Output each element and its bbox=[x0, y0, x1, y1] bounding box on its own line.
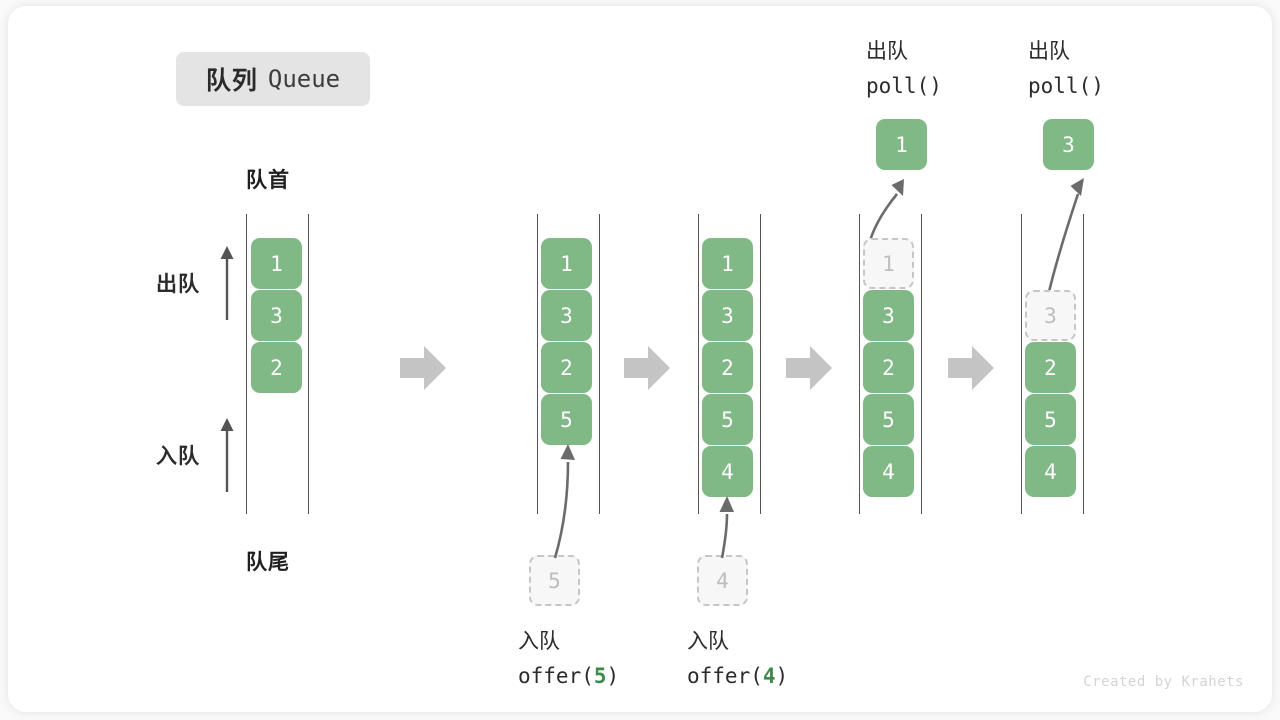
queue-item: 5 bbox=[1025, 394, 1076, 445]
diagram-card: 队列 Queue 队首 1 3 2 出队 入队 队尾 1 3 2 bbox=[8, 6, 1272, 712]
rail-right bbox=[1083, 214, 1084, 514]
enqueue-arrow-icon bbox=[553, 444, 575, 559]
queue-item: 3 bbox=[863, 290, 914, 341]
operation-label-offer-4: 入队 offer(4) bbox=[687, 624, 788, 694]
operation-label-poll-3: 出队 poll() bbox=[1028, 34, 1104, 104]
popped-element: 3 bbox=[1043, 119, 1094, 170]
flow-arrow-icon bbox=[786, 346, 832, 390]
ghost-element: 4 bbox=[697, 555, 748, 606]
watermark: Created by Krahets bbox=[1083, 674, 1244, 690]
operation-signature: offer(4) bbox=[687, 664, 789, 688]
rail-left bbox=[1021, 214, 1022, 514]
rail-left bbox=[246, 214, 247, 514]
queue-item: 5 bbox=[863, 394, 914, 445]
queue-item: 1 bbox=[541, 238, 592, 289]
queue-item: 2 bbox=[541, 342, 592, 393]
flow-arrow-icon bbox=[400, 346, 446, 390]
queue-item: 2 bbox=[1025, 342, 1076, 393]
queue-item: 3 bbox=[251, 290, 302, 341]
dequeue-arrow-icon bbox=[867, 179, 904, 245]
flow-arrow-icon bbox=[948, 346, 994, 390]
queue-item: 4 bbox=[1025, 446, 1076, 497]
rail-right bbox=[760, 214, 761, 514]
operation-cn: 出队 bbox=[866, 40, 908, 63]
operation-cn: 入队 bbox=[687, 630, 729, 653]
queue-item: 1 bbox=[251, 238, 302, 289]
operation-signature: offer(5) bbox=[518, 664, 620, 688]
ghost-element: 3 bbox=[1025, 290, 1076, 341]
front-label: 队首 bbox=[246, 169, 290, 192]
queue-item: 1 bbox=[702, 238, 753, 289]
operation-cn: 出队 bbox=[1028, 40, 1070, 63]
popped-element: 1 bbox=[876, 119, 927, 170]
ghost-element: 1 bbox=[863, 238, 914, 289]
title-chinese: 队列 bbox=[205, 67, 258, 95]
queue-item: 3 bbox=[702, 290, 753, 341]
operation-signature: poll() bbox=[866, 74, 942, 98]
operation-label-offer-5: 入队 offer(5) bbox=[518, 624, 619, 694]
enqueue-arrow-icon bbox=[719, 496, 734, 559]
step-poll-3: 出队 poll() 3 3 2 5 4 bbox=[8, 6, 1104, 712]
step-poll-1: 出队 poll() 1 1 3 2 5 4 bbox=[8, 6, 942, 712]
rail-left bbox=[537, 214, 538, 514]
rail-right bbox=[599, 214, 600, 514]
title-english: Queue bbox=[267, 65, 341, 93]
step-initial: 队首 1 3 2 出队 入队 队尾 bbox=[8, 6, 309, 712]
operation-cn: 入队 bbox=[518, 630, 560, 653]
queue-item: 3 bbox=[541, 290, 592, 341]
ghost-element: 5 bbox=[529, 555, 580, 606]
queue-item: 5 bbox=[702, 394, 753, 445]
enqueue-direction-arrow bbox=[220, 418, 234, 492]
flow-arrow-icon bbox=[624, 346, 670, 390]
step-offer-4: 1 3 2 5 4 4 入队 offer(4) bbox=[8, 6, 788, 712]
operation-label-poll-1: 出队 poll() bbox=[866, 34, 942, 104]
rail-right bbox=[921, 214, 922, 514]
queue-item-new: 4 bbox=[702, 446, 753, 497]
rear-label: 队尾 bbox=[246, 551, 290, 574]
rail-left bbox=[698, 214, 699, 514]
queue-item: 2 bbox=[702, 342, 753, 393]
rail-left bbox=[859, 214, 860, 514]
queue-item: 2 bbox=[863, 342, 914, 393]
dequeue-side-label: 出队 bbox=[156, 273, 200, 296]
queue-item: 2 bbox=[251, 342, 302, 393]
dequeue-direction-arrow bbox=[220, 246, 234, 320]
diagram-title-badge: 队列 Queue bbox=[176, 52, 370, 106]
operation-signature: poll() bbox=[1028, 74, 1104, 98]
queue-item-new: 5 bbox=[541, 394, 592, 445]
step-offer-5: 1 3 2 5 5 入队 offer(5) bbox=[8, 6, 619, 712]
queue-item: 4 bbox=[863, 446, 914, 497]
dequeue-arrow-icon bbox=[1046, 178, 1084, 297]
rail-right bbox=[308, 214, 309, 514]
enqueue-side-label: 入队 bbox=[156, 445, 200, 468]
